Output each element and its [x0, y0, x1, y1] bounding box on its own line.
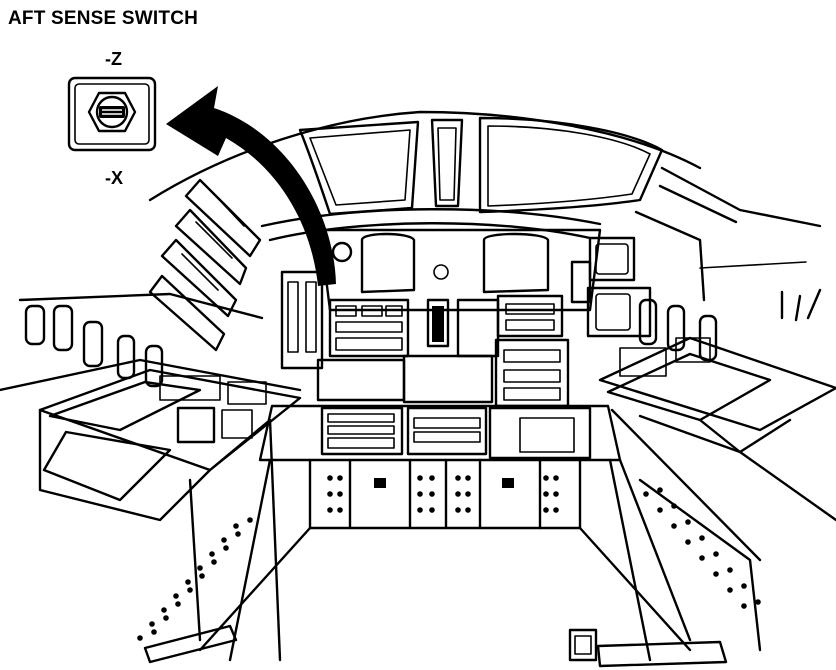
fastener-dot — [713, 551, 719, 557]
fastener-dot — [151, 629, 157, 635]
toggle-switch-icon — [67, 76, 157, 152]
center-console — [198, 404, 692, 662]
left-console — [38, 368, 302, 662]
fastener-dot — [685, 539, 691, 545]
fastener-dot — [465, 475, 471, 481]
fastener-dot — [187, 587, 193, 593]
fastener-dot — [543, 507, 549, 513]
fastener-dot — [337, 491, 343, 497]
fastener-dot — [657, 487, 663, 493]
fastener-dot — [209, 551, 215, 557]
fastener-dot — [235, 531, 241, 537]
fastener-dot — [327, 491, 333, 497]
fastener-dot — [247, 517, 253, 523]
fastener-dot — [671, 503, 677, 509]
center-instrument-panel — [280, 228, 602, 408]
fastener-dot — [465, 507, 471, 513]
fastener-dot — [727, 567, 733, 573]
left-side-panels — [0, 178, 302, 392]
canopy-frame — [148, 110, 702, 242]
fastener-dot — [553, 507, 559, 513]
fastener-dot — [199, 573, 205, 579]
fastener-dot — [417, 491, 423, 497]
pointer-arrow-icon — [166, 86, 336, 286]
fastener-dot — [211, 559, 217, 565]
fastener-dot — [455, 475, 461, 481]
fastener-dot — [233, 523, 239, 529]
switch-label-minus-x: -X — [105, 168, 123, 188]
fastener-dot — [465, 491, 471, 497]
panel-fasteners — [137, 475, 761, 641]
fastener-dot — [429, 491, 435, 497]
fastener-dot — [643, 491, 649, 497]
fastener-dot — [455, 491, 461, 497]
fastener-dot — [337, 507, 343, 513]
fastener-dot — [713, 571, 719, 577]
fastener-dot — [429, 507, 435, 513]
fastener-dot — [671, 523, 677, 529]
fastener-dot — [163, 615, 169, 621]
fastener-dot — [337, 475, 343, 481]
fastener-dot — [221, 537, 227, 543]
fastener-dot — [553, 475, 559, 481]
fastener-dot — [197, 565, 203, 571]
fastener-dot — [161, 607, 167, 613]
fastener-dot — [417, 507, 423, 513]
right-console — [598, 298, 836, 652]
fastener-dot — [755, 599, 761, 605]
fastener-dot — [657, 507, 663, 513]
figure-title: AFT SENSE SWITCH — [8, 8, 199, 29]
fastener-dot — [173, 593, 179, 599]
right-crt-displays — [586, 166, 822, 338]
fastener-dot — [699, 555, 705, 561]
floor-fixtures — [143, 624, 728, 668]
fastener-dot — [699, 535, 705, 541]
fastener-dot — [685, 519, 691, 525]
fastener-dot — [137, 635, 143, 641]
fastener-dot — [149, 621, 155, 627]
fastener-dot — [727, 587, 733, 593]
fastener-dot — [741, 583, 747, 589]
fastener-dot — [543, 475, 549, 481]
fastener-dot — [553, 491, 559, 497]
fastener-dot — [543, 491, 549, 497]
fastener-dot — [741, 603, 747, 609]
fastener-dot — [327, 475, 333, 481]
fastener-dot — [223, 545, 229, 551]
fastener-dot — [175, 601, 181, 607]
fastener-dot — [429, 475, 435, 481]
fastener-dot — [417, 475, 423, 481]
switch-label-minus-z: -Z — [105, 49, 122, 69]
fastener-dot — [185, 579, 191, 585]
fastener-dot — [327, 507, 333, 513]
fastener-dot — [455, 507, 461, 513]
